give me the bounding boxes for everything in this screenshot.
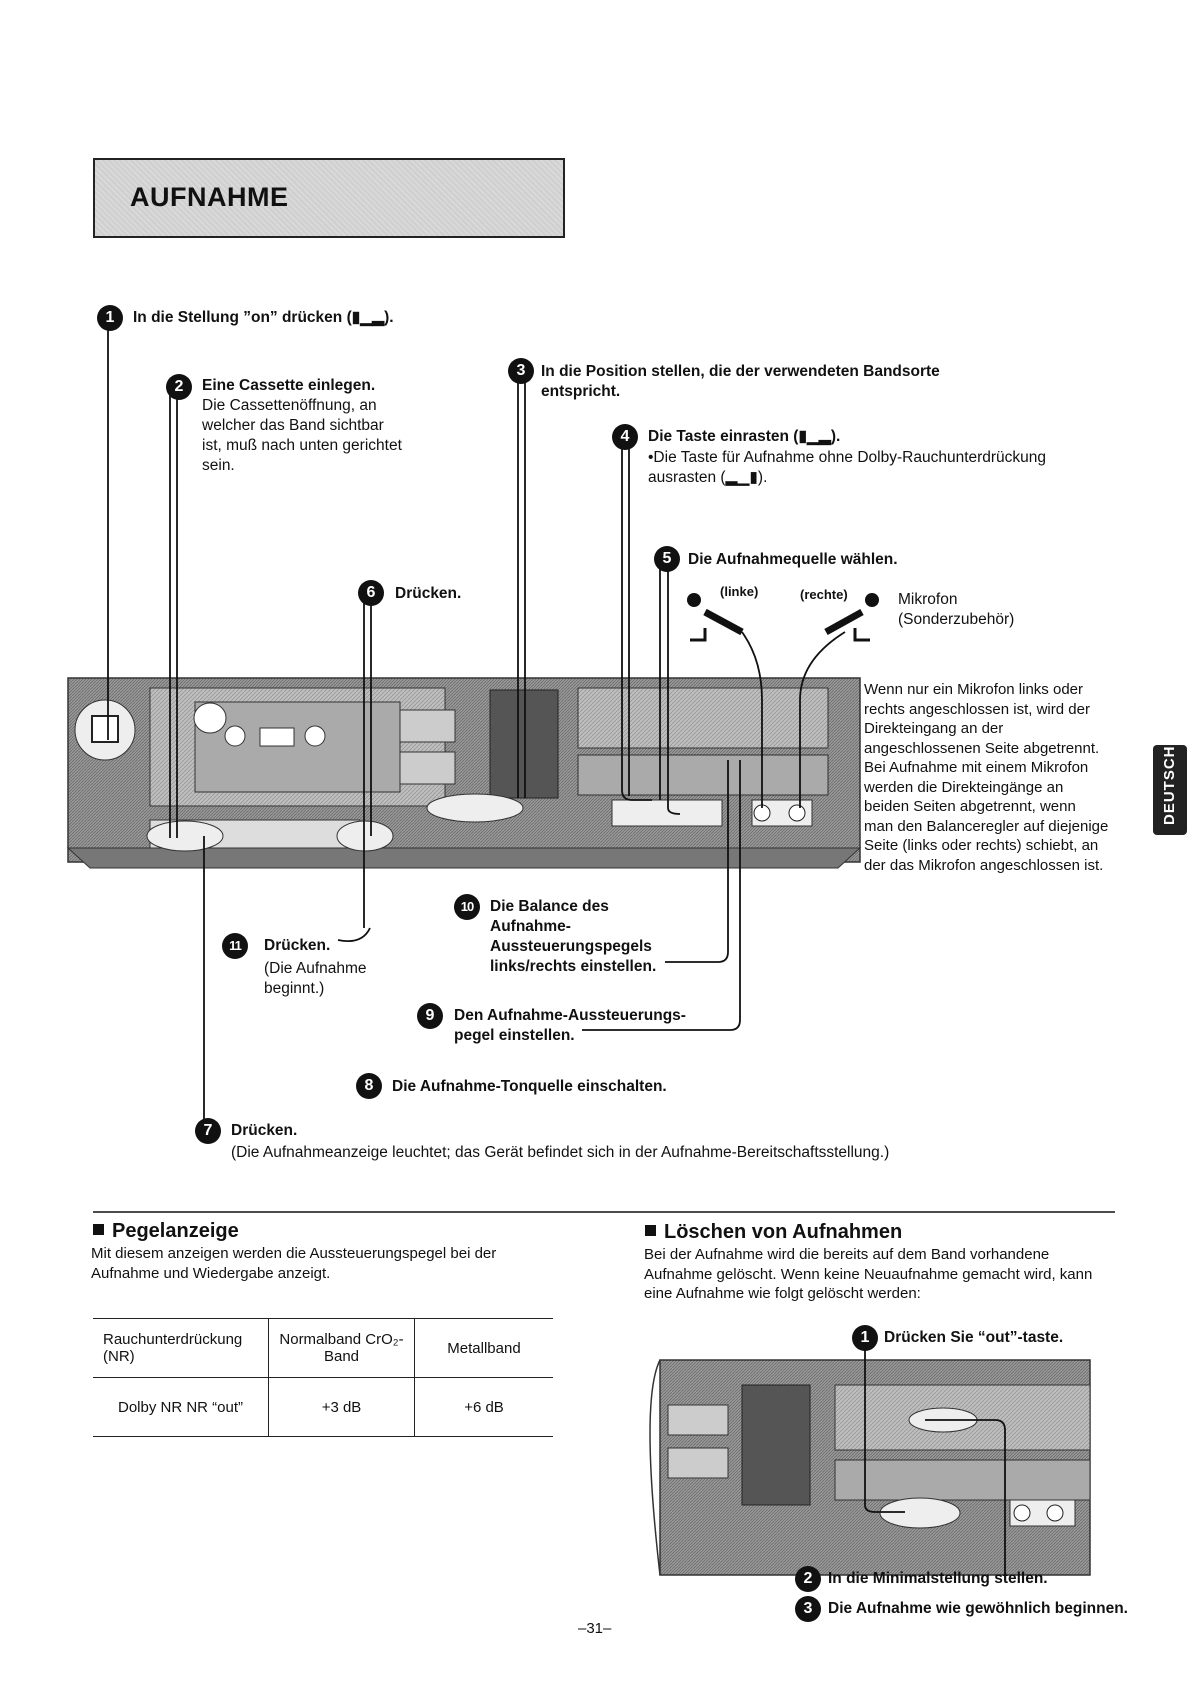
step-4-body: •Die Taste für Aufnahme ohne Dolby-Rauch… <box>648 449 1047 486</box>
erase-illustration <box>649 1342 1091 1580</box>
page-title: AUFNAHME <box>130 182 289 212</box>
pegel-heading: Pegelanzeige <box>93 1220 239 1243</box>
microphone-right-icon <box>824 593 879 642</box>
mic-label: Mikrofon <box>898 591 958 608</box>
step-2-heading: Eine Cassette einlegen. <box>202 377 376 394</box>
title-box <box>93 158 565 238</box>
loeschen-body: Bei der Aufnahme wird die bereits auf de… <box>644 1246 1093 1302</box>
step-11-heading: Drücken. <box>264 937 331 954</box>
table-cell: +6 dB <box>414 1377 553 1437</box>
step-9-number: 9 <box>417 1003 443 1029</box>
step-7-body: (Die Aufnahmeanzeige leuchtet; das Gerät… <box>231 1144 890 1161</box>
step-3-number: 3 <box>508 358 534 384</box>
step-1-text: In die Stellung ”on” drücken (▮▁▂). <box>133 309 394 326</box>
mic-info-text: Wenn nur ein Mikrofon links oder rechts … <box>864 681 1109 874</box>
loeschen-heading: Löschen von Aufnahmen <box>645 1221 902 1244</box>
step-4-heading: Die Taste einrasten (▮▁▂). <box>648 428 841 445</box>
step-11-body: (Die Aufnahme beginnt.) <box>264 960 367 997</box>
step-6-text: Drücken. <box>395 585 462 602</box>
mic-left-label: (linke) <box>720 584 759 599</box>
microphone-left-icon <box>687 593 744 642</box>
nr-level-table: Rauchunterdrückung (NR) Normalband CrO₂-… <box>93 1318 553 1437</box>
erase-step-2-number: 2 <box>795 1566 821 1592</box>
table-header-cell: Normalband CrO₂-Band <box>268 1318 415 1378</box>
step-10-text: Die Balance des Aufnahme-Aussteuerungspe… <box>490 898 657 975</box>
erase-step-1-number: 1 <box>852 1325 878 1351</box>
mic-note: (Sonderzubehör) <box>898 611 1015 628</box>
step-1-number: 1 <box>97 305 123 331</box>
step-9-text: Den Aufnahme-Aussteuerungs-pegel einstel… <box>454 1007 686 1044</box>
table-cell: +3 dB <box>268 1377 415 1437</box>
erase-step-3-number: 3 <box>795 1596 821 1622</box>
deck-body <box>66 677 862 869</box>
page-number: –31– <box>578 1620 612 1637</box>
table-header-cell: Metallband <box>414 1318 553 1378</box>
step-2-number: 2 <box>166 374 192 400</box>
step-5-number: 5 <box>654 546 680 572</box>
step-3-text: In die Position stellen, die der verwend… <box>541 363 940 400</box>
step-8-text: Die Aufnahme-Tonquelle einschalten. <box>392 1078 667 1095</box>
step-2-body: Die Cassettenöffnung, an welcher das Ban… <box>202 397 402 474</box>
step-8-number: 8 <box>356 1073 382 1099</box>
mic-right-label: (rechte) <box>800 587 848 602</box>
erase-step-2-text: In die Minimalstellung stellen. <box>828 1570 1048 1587</box>
table-header-row: Rauchunterdrückung (NR) Normalband CrO₂-… <box>93 1318 553 1378</box>
table-cell: Dolby NR NR “out” <box>93 1377 269 1437</box>
step-10-number: 10 <box>454 894 480 920</box>
erase-step-1-text: Drücken Sie “out”-taste. <box>884 1329 1064 1346</box>
step-7-heading: Drücken. <box>231 1122 298 1139</box>
step-4-number: 4 <box>612 424 638 450</box>
table-row: Dolby NR NR “out” +3 dB +6 dB <box>93 1377 553 1437</box>
pegel-body: Mit diesem anzeigen werden die Aussteuer… <box>91 1245 497 1282</box>
leader-lines <box>107 318 846 1126</box>
step-5-text: Die Aufnahmequelle wählen. <box>688 551 898 568</box>
erase-step-3-text: Die Aufnahme wie gewöhnlich beginnen. <box>828 1600 1128 1617</box>
step-7-number: 7 <box>195 1118 221 1144</box>
step-11-number: 11 <box>222 933 248 959</box>
language-tab: DEUTSCH <box>1153 745 1187 835</box>
table-header-cell: Rauchunterdrückung (NR) <box>93 1318 269 1378</box>
step-6-number: 6 <box>358 580 384 606</box>
